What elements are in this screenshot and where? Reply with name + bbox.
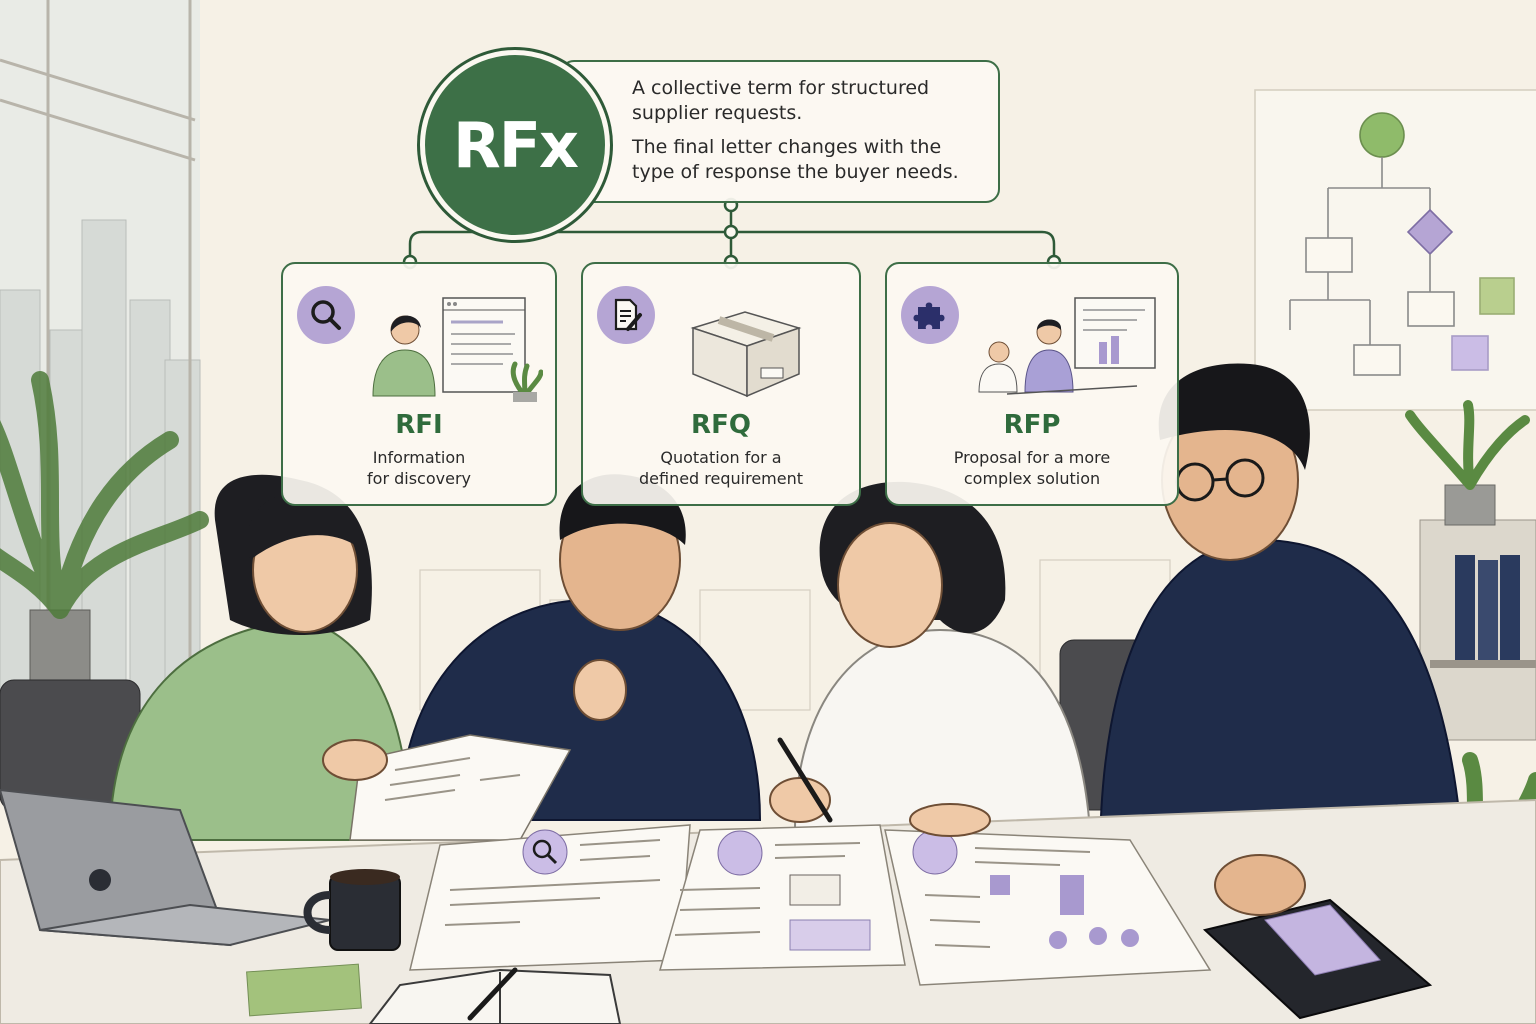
document-pen-icon bbox=[597, 286, 655, 344]
plant-shelf bbox=[1405, 400, 1530, 526]
definition-box: A collective term for structured supplie… bbox=[560, 60, 1000, 203]
card-rfq: RFQ Quotation for a defined requirement bbox=[581, 262, 861, 506]
package-box-illustration bbox=[690, 311, 802, 398]
sticky-note bbox=[246, 963, 362, 1017]
card-rfp: RFP Proposal for a more complex solution bbox=[885, 262, 1179, 506]
definition-line-2: The final letter changes with the type o… bbox=[632, 136, 959, 183]
card-rfi-desc-line-1: Information bbox=[372, 448, 466, 467]
definition-line-1: A collective term for structured supplie… bbox=[632, 77, 930, 124]
table-document-rfq bbox=[658, 824, 906, 971]
card-rfi-title: RFI bbox=[395, 410, 443, 440]
plant-left bbox=[0, 371, 209, 683]
wall-flowchart bbox=[1254, 89, 1536, 411]
card-rfi: RFI Information for discovery bbox=[281, 262, 557, 506]
pen bbox=[777, 737, 833, 823]
hands bbox=[322, 659, 1306, 916]
open-notebook bbox=[368, 967, 622, 1024]
table-document-rfp bbox=[884, 829, 1212, 986]
rfx-badge-label: RFx bbox=[452, 108, 579, 182]
laptop bbox=[0, 788, 331, 947]
card-rfp-desc-line-1: Proposal for a more bbox=[953, 448, 1111, 467]
card-rfq-desc-line-1: Quotation for a bbox=[660, 448, 782, 467]
table-document-rfi bbox=[409, 824, 691, 971]
card-rfp-title: RFP bbox=[1003, 410, 1061, 440]
rfx-badge: RFx bbox=[420, 50, 610, 240]
coffee-mug bbox=[303, 869, 401, 951]
held-document bbox=[349, 734, 572, 841]
presentation-meeting-illustration bbox=[978, 297, 1156, 395]
card-rfp-desc-line-2: complex solution bbox=[963, 469, 1101, 488]
closed-notebook bbox=[1202, 898, 1433, 1020]
card-rfq-title: RFQ bbox=[691, 410, 751, 440]
magnifier-icon bbox=[297, 286, 355, 344]
person-green-shirt bbox=[108, 474, 412, 841]
card-rfq-description: Quotation for a defined requirement bbox=[603, 447, 839, 489]
card-rfi-description: Information for discovery bbox=[303, 447, 535, 489]
card-rfp-description: Proposal for a more complex solution bbox=[907, 447, 1157, 489]
card-rfq-desc-line-2: defined requirement bbox=[638, 469, 804, 488]
puzzle-icon bbox=[901, 286, 959, 344]
researcher-at-board-illustration bbox=[372, 297, 543, 402]
card-rfi-desc-line-2: for discovery bbox=[367, 469, 471, 488]
person-white-shirt bbox=[793, 481, 1092, 831]
